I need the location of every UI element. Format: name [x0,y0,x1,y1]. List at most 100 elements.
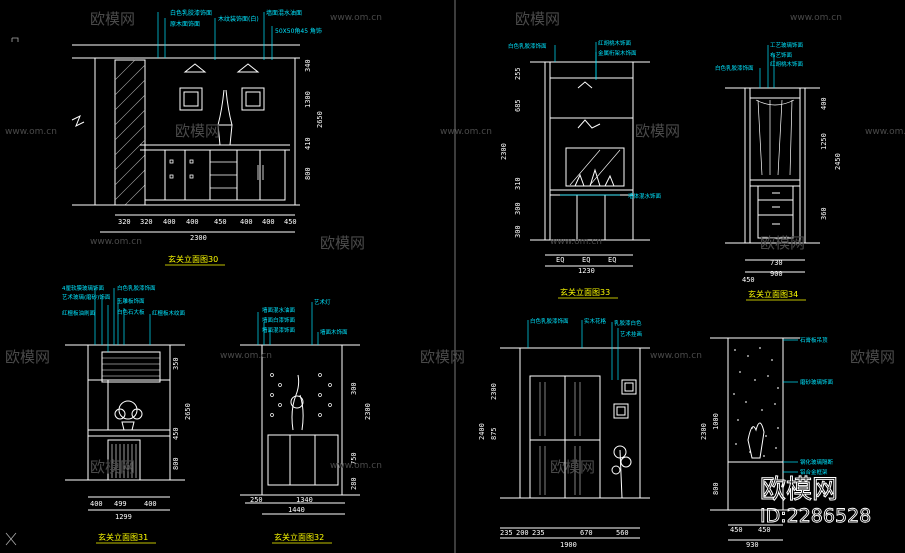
elevation-34-text: 工艺玻璃饰面 布艺饰面 红胡桃木饰面 白色乳胶漆饰面 730 900 450 4… [715,41,842,299]
watermark-brand: 欧模网 [175,122,220,140]
elevation-36 [710,337,800,541]
total-width: 1299 [115,513,132,521]
total-width: 1230 [578,267,595,275]
dimension: 450 [214,218,227,226]
corner-brand: 欧模网 [760,475,838,505]
dimension: 800 [712,482,720,495]
dimension: 450 [284,218,297,226]
dimension: EQ [608,256,616,264]
watermark-url: www.om.cn [550,237,602,247]
dimension: 800 [304,167,312,180]
note: 白色乳胶漆饰面 [117,284,156,292]
watermark-url: www.om.cn [790,13,842,23]
dimension: 2650 [184,403,192,420]
note: 艺术玻璃(磨砂)饰面 [62,293,111,301]
total-width: 930 [746,541,759,549]
note: 石膏板吊顶 [800,336,828,344]
note: 50X50角45 角饰 [275,27,322,35]
elevation-36-text: 石膏板吊顶 磨砂玻璃饰面 钢化玻璃隔断 铝合金框架 450 450 930 23… [700,336,834,549]
watermark-brand: 欧模网 [850,348,895,366]
drawing-title: 玄关立面图30 [168,254,218,264]
dimension: 1340 [296,496,313,504]
elevation-33 [530,61,650,267]
drawing-title: 玄关立面图31 [98,532,148,542]
note: 墙体混水饰面 [628,192,662,200]
dimension: 350 [172,357,180,370]
note: 布艺饰面 [770,51,793,59]
dimension: 2300 [490,383,498,400]
watermark-brand: 欧模网 [760,234,805,252]
note: 木纹装饰面(白) [218,15,259,23]
dimension: 300 [350,382,358,395]
elevation-31-annotations [94,288,151,352]
dimension: 360 [820,207,828,220]
dimension: 2450 [834,153,842,170]
drawing-title: 玄关立面图33 [560,287,610,297]
elevation-32-text: 墙面混水油面 墙面白漆饰面 墙面混漆饰面 艺术灯 墙面木饰面 250 1340 … [250,298,372,542]
dimension: 450 [730,526,743,534]
dimension: 400 [240,218,253,226]
elevation-35 [500,347,650,539]
note: 墙面混漆饰面 [262,326,296,334]
note: 白色乳胶漆饰面 [508,42,547,50]
elevation-32 [240,344,360,515]
watermark-url: www.om.cn [330,461,382,471]
dimension: 410 [304,137,312,150]
dimension: 1300 [304,91,312,108]
dimension: 400 [144,500,157,508]
dimension: 900 [770,270,783,278]
dimension: 670 [580,529,593,537]
dimension: 875 [490,427,498,440]
dimension: 2300 [700,423,708,440]
elevation-32-annotations [257,302,319,345]
dimension: EQ [556,256,564,264]
note: 墙面混水油面 [266,9,302,17]
dimension: 450 [758,526,771,534]
watermark-url: www.om.cn [90,237,142,247]
dimension: 200 [516,529,529,537]
dimension: 235 [532,529,545,537]
elevation-33-annotations [554,42,620,196]
note: 铝合金框架 [800,468,828,476]
note: 白色石大板 [117,308,145,316]
dimension: 300 [514,202,522,215]
dimension: 750 [350,452,358,465]
dimension: 310 [514,177,522,190]
dimension: 235 [500,529,513,537]
dimension: 400 [186,218,199,226]
dimension: 340 [304,59,312,72]
drawing-title: 玄关立面图34 [748,289,798,299]
note: 乳胶漆白色 [614,319,642,327]
note: 玉雕板饰面 [117,297,145,305]
note: 艺术灯 [314,298,331,306]
total-width: 1440 [288,506,305,514]
watermark-url: www.om.cn [5,127,57,137]
elevation-35-text: 白色乳胶漆饰面 实木花格 乳胶漆白色 艺术挂画 235 200 235 670 … [478,317,642,549]
total-width: 1900 [560,541,577,549]
dimension: 560 [616,529,629,537]
elevation-31-text: 4厘软膜玻璃饰面 艺术玻璃(磨砂)饰面 红檀板油刷面 白色乳胶漆饰面 玉雕板饰面… [62,284,192,542]
note: 白色乳胶漆饰面 [170,9,212,17]
elevation-34-annotations [759,45,775,88]
note: 原木面饰面 [170,20,200,28]
dimension: EQ [582,256,590,264]
dimension: 450 [742,276,755,284]
note: 金属桁架木饰面 [598,49,637,57]
note: 墙面混水油面 [262,306,296,314]
dimension: 1000 [712,413,720,430]
note: 艺术挂画 [620,330,642,338]
note: 红檀板油刷面 [62,309,96,317]
elevation-35-annotations [527,320,619,380]
watermark-brand: 欧模网 [550,458,595,476]
dimension: 400 [262,218,275,226]
dimension: 2300 [364,403,372,420]
note: 红胡桃木饰面 [770,60,804,68]
dimension: 2400 [478,423,486,440]
watermark-brand: 欧模网 [5,348,50,366]
watermark-brand: 欧模网 [420,348,465,366]
dimension: 2300 [500,143,508,160]
elevation-33-text: 白色乳胶漆饰面 红胡桃木饰面 金属桁架木饰面 墙体混水饰面 EQ EQ EQ 1… [500,39,662,297]
frosted-glass-texture [733,347,779,457]
elevation-30-text: 白色乳胶漆饰面 原木面饰面 木纹装饰面(白) 墙面混水油面 50X50角45 角… [118,9,324,264]
